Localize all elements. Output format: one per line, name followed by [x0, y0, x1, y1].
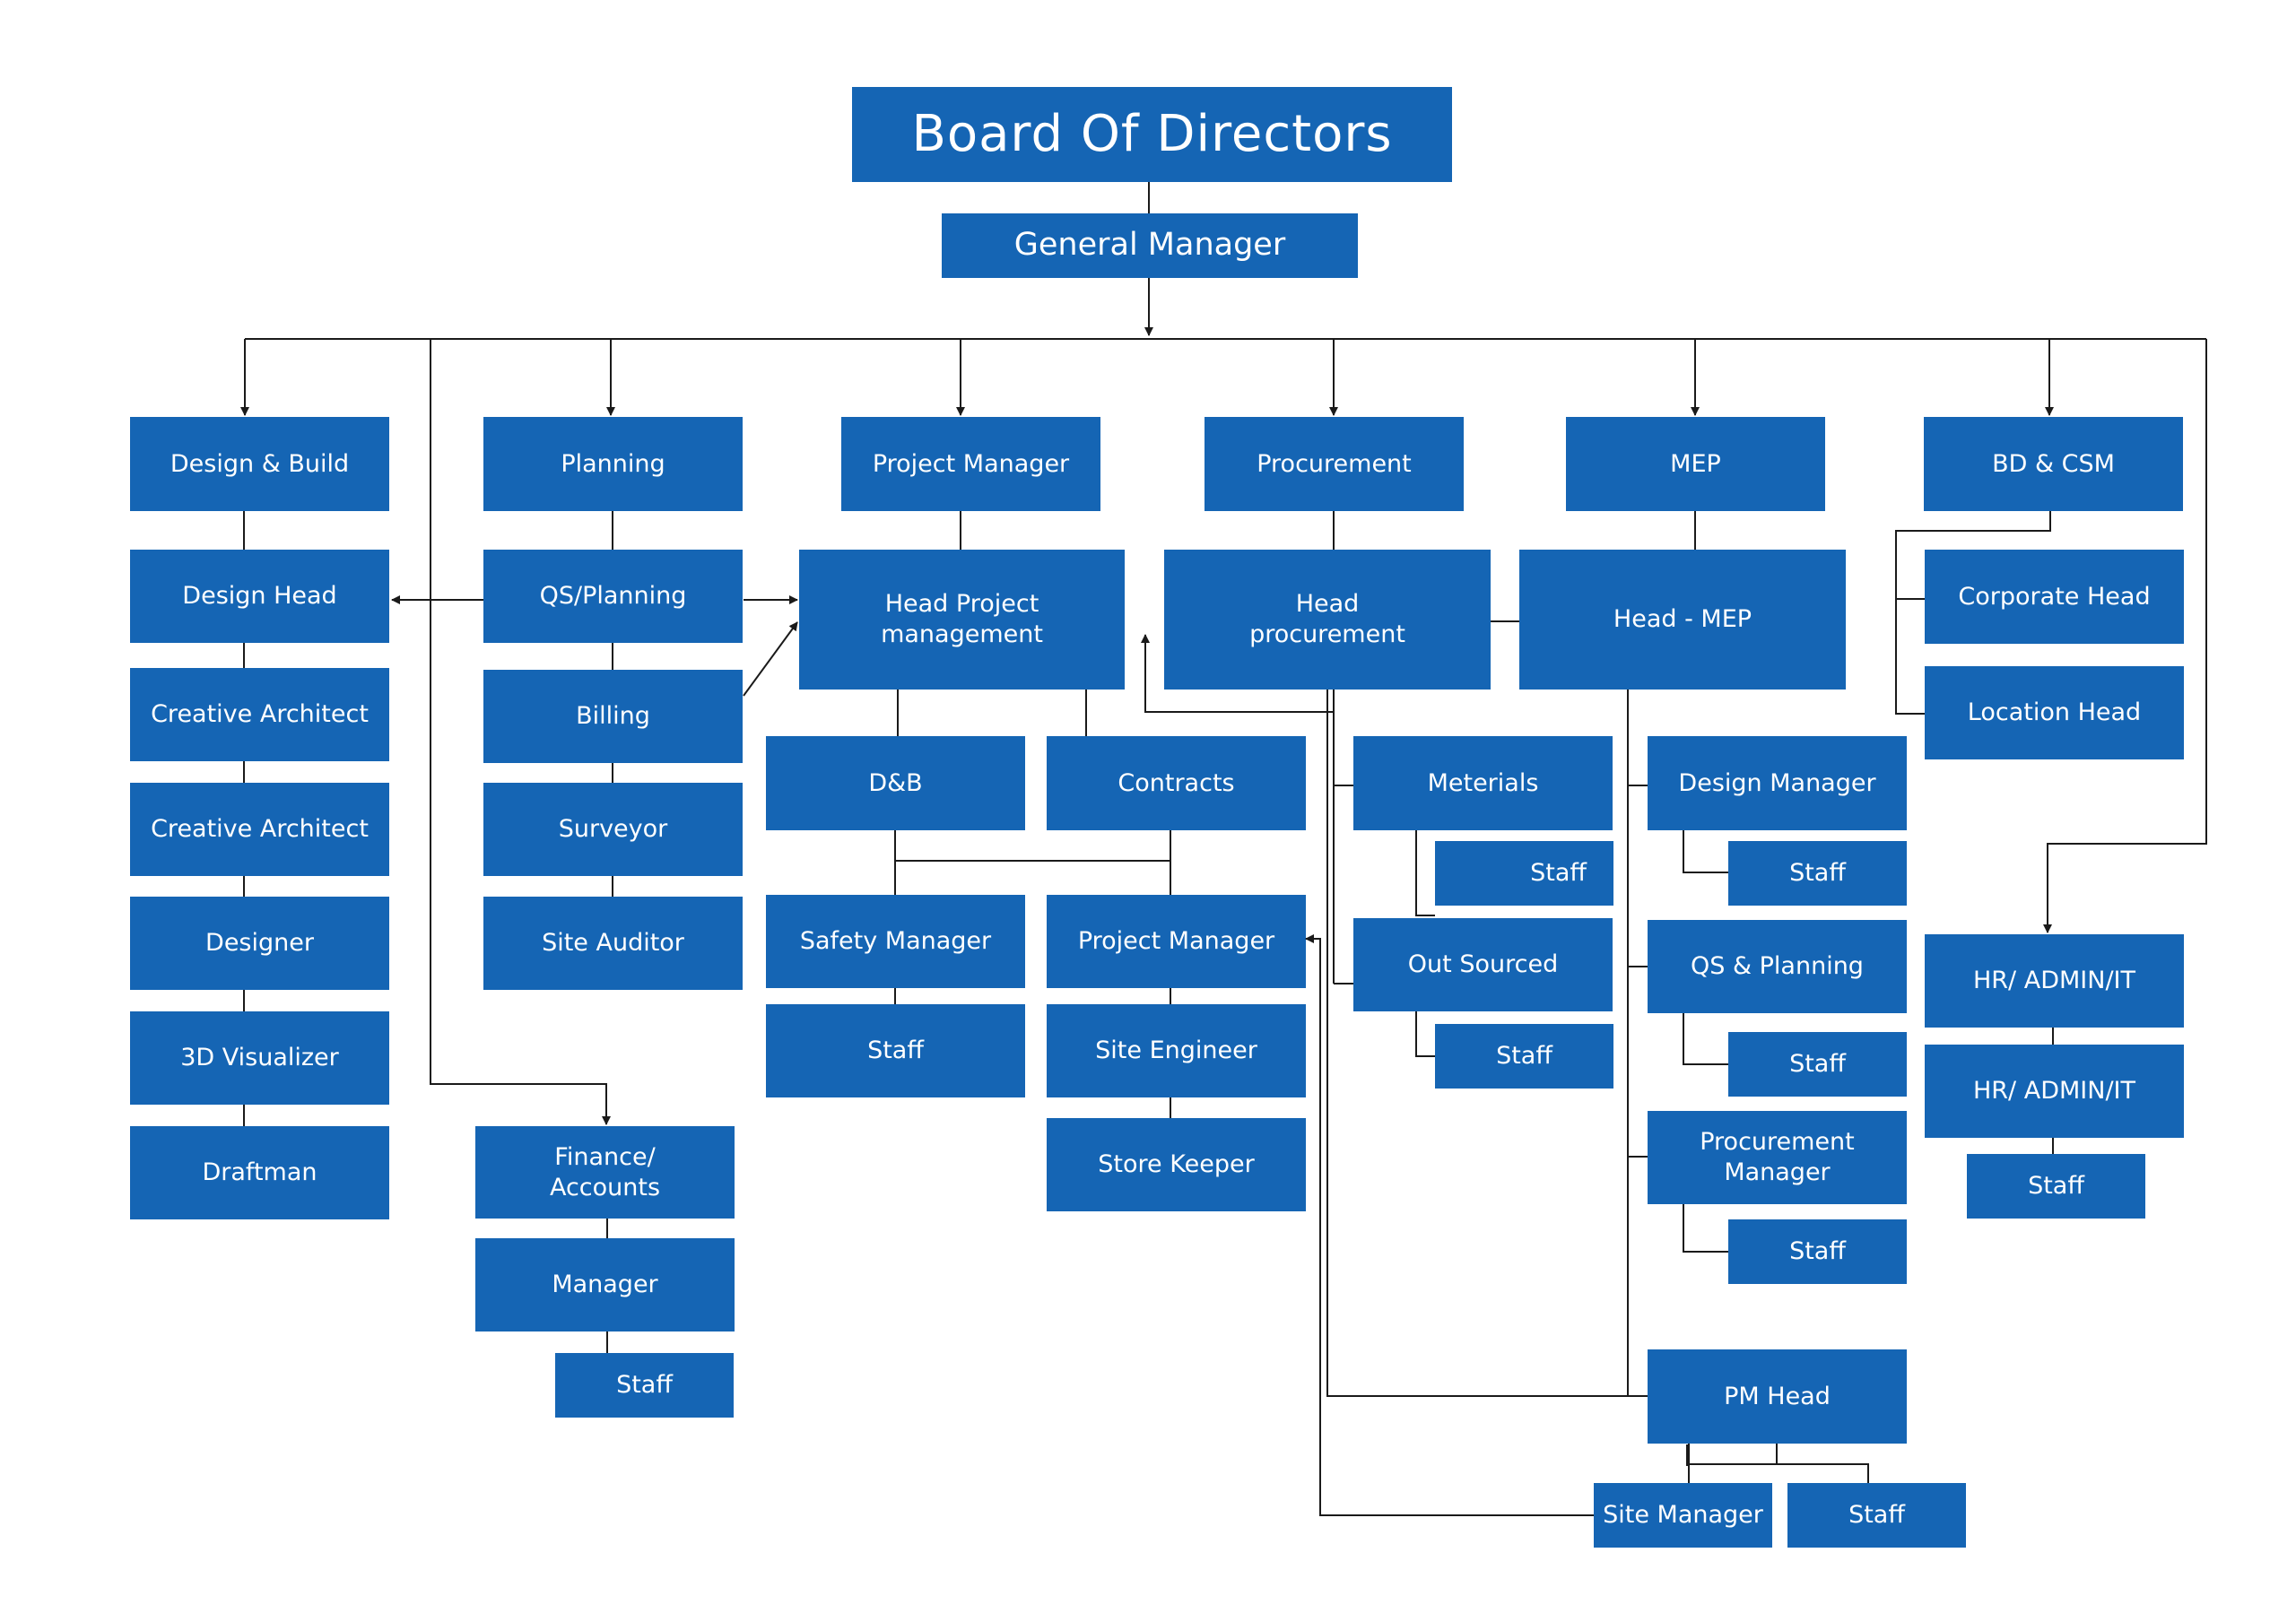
project-manager-top-box: Project Manager	[841, 417, 1100, 511]
hr-staff-box: Staff	[1967, 1154, 2145, 1219]
pm-staff-box: Staff	[1787, 1483, 1966, 1548]
site-auditor-box: Site Auditor	[483, 897, 743, 990]
creative-architect-box-2: Creative Architect	[130, 783, 389, 876]
planning-box: Planning	[483, 417, 743, 511]
site-manager-box: Site Manager	[1594, 1483, 1772, 1548]
billing-box: Billing	[483, 670, 743, 763]
bd-csm-box: BD & CSM	[1924, 417, 2183, 511]
corporate-head-box: Corporate Head	[1925, 550, 2184, 644]
procurement-box: Procurement	[1205, 417, 1464, 511]
head-project-management-box: Head Project management	[799, 550, 1125, 690]
head-mep-box: Head - MEP	[1519, 550, 1846, 690]
procurement-manager-box: Procurement Manager	[1648, 1111, 1907, 1204]
qs-planning-box: QS/Planning	[483, 550, 743, 643]
general-manager-box: General Manager	[942, 213, 1358, 278]
db-box: D&B	[766, 736, 1025, 830]
design-build-box: Design & Build	[130, 417, 389, 511]
materials-staff-box: Staff	[1435, 841, 1613, 906]
site-engineer-box: Site Engineer	[1047, 1004, 1306, 1097]
hr-admin-it-box-2: HR/ ADMIN/IT	[1925, 1045, 2184, 1138]
head-procurement-box: Head procurement	[1164, 550, 1491, 690]
surveyor-box: Surveyor	[483, 783, 743, 876]
designer-box: Designer	[130, 897, 389, 990]
materials-box: Meterials	[1353, 736, 1613, 830]
procurement-manager-staff-box: Staff	[1728, 1219, 1907, 1284]
finance-manager-box: Manager	[475, 1238, 735, 1331]
finance-staff-box: Staff	[555, 1353, 734, 1418]
contracts-box: Contracts	[1047, 736, 1306, 830]
pm-head-box: PM Head	[1648, 1349, 1907, 1444]
design-head-box: Design Head	[130, 550, 389, 643]
safety-staff-box: Staff	[766, 1004, 1025, 1097]
draftman-box: Draftman	[130, 1126, 389, 1219]
out-sourced-staff-box: Staff	[1435, 1024, 1613, 1089]
store-keeper-box: Store Keeper	[1047, 1118, 1306, 1211]
board-of-directors-box: Board Of Directors	[852, 87, 1452, 182]
safety-manager-box: Safety Manager	[766, 895, 1025, 988]
qs-and-planning-staff-box: Staff	[1728, 1032, 1907, 1097]
creative-architect-box-1: Creative Architect	[130, 668, 389, 761]
finance-accounts-box: Finance/ Accounts	[475, 1126, 735, 1219]
out-sourced-box: Out Sourced	[1353, 918, 1613, 1011]
mep-box: MEP	[1566, 417, 1825, 511]
design-manager-staff-box: Staff	[1728, 841, 1907, 906]
qs-and-planning-box: QS & Planning	[1648, 920, 1907, 1013]
project-manager-sub-box: Project Manager	[1047, 895, 1306, 988]
hr-admin-it-box-1: HR/ ADMIN/IT	[1925, 934, 2184, 1028]
visualizer-3d-box: 3D Visualizer	[130, 1011, 389, 1105]
location-head-box: Location Head	[1925, 666, 2184, 759]
design-manager-box: Design Manager	[1648, 736, 1907, 830]
